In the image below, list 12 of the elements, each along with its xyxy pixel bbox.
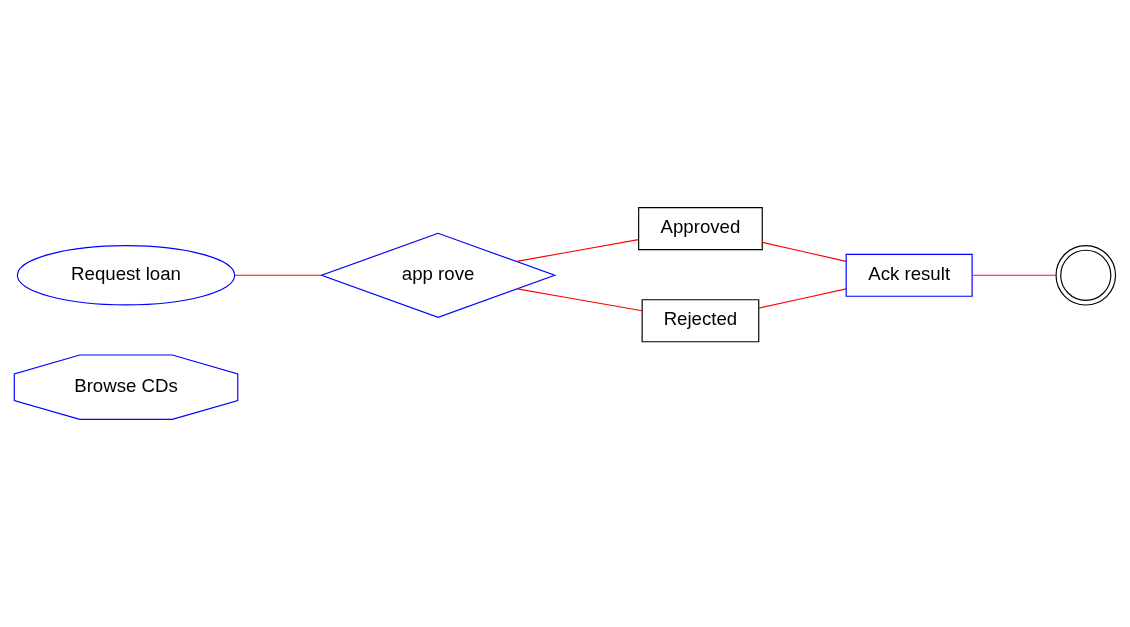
connector: [758, 288, 847, 309]
node-box: Rejected: [641, 299, 760, 343]
connector: [516, 239, 639, 262]
node-ellipse: Request loan: [16, 245, 236, 306]
connector: [234, 274, 322, 276]
connector: [761, 241, 847, 262]
node-box: Approved: [638, 207, 763, 251]
connector: [971, 274, 1057, 276]
node-circle: [1055, 244, 1117, 306]
node-box: Ack result: [845, 253, 973, 297]
node-diamond: app rove: [319, 232, 557, 318]
connector: [516, 288, 643, 312]
